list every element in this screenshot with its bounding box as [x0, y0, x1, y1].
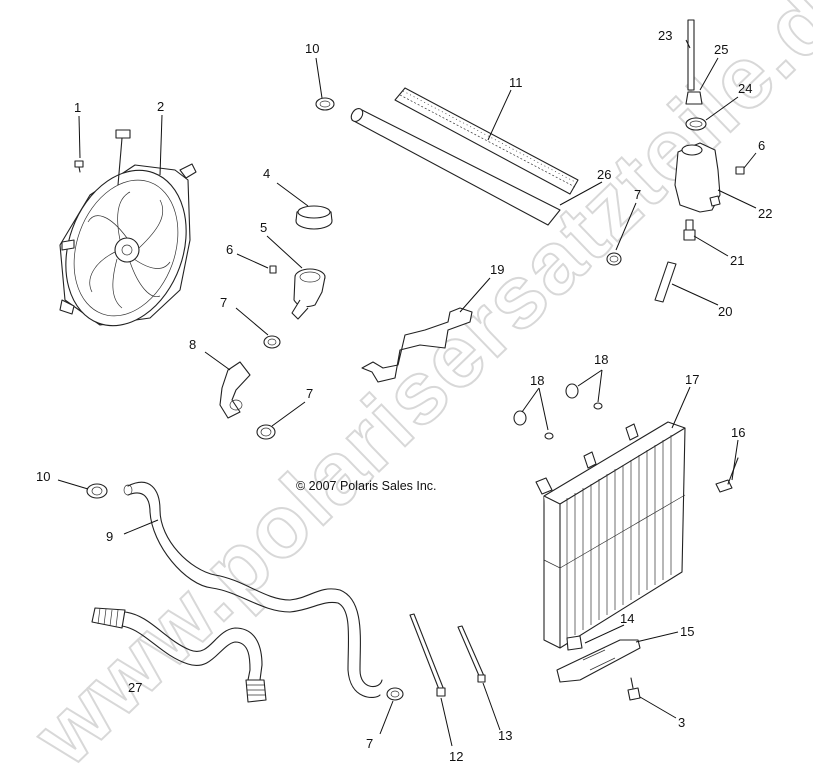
cable-tie-13	[457, 625, 486, 683]
clamp-7-d	[386, 687, 404, 701]
radiator-17	[535, 421, 686, 649]
callout-8: 8	[189, 337, 196, 352]
callouts: 1 2 10 11 4 5 6 7 8 7 10 9 26 7 23 25 24…	[36, 28, 772, 764]
callout-23: 23	[658, 28, 672, 43]
copyright-text: © 2007 Polaris Sales Inc.	[296, 479, 437, 493]
callout-25: 25	[714, 42, 728, 57]
callout-9: 9	[106, 529, 113, 544]
callout-21: 21	[730, 253, 744, 268]
watermark: www.polarisersatzteile.de	[13, 0, 813, 778]
callout-7-b: 7	[306, 386, 313, 401]
grommets-18	[513, 383, 603, 440]
callout-19: 19	[490, 262, 504, 277]
hose-8	[219, 361, 251, 419]
callout-7-d: 7	[366, 736, 373, 751]
grommet-14	[566, 635, 583, 651]
callout-1: 1	[74, 100, 81, 115]
callout-7-a: 7	[220, 295, 227, 310]
clamp-7-b	[256, 424, 276, 440]
callout-22: 22	[758, 206, 772, 221]
callout-15: 15	[680, 624, 694, 639]
hose-11	[394, 87, 579, 195]
callout-26: 26	[597, 167, 611, 182]
callout-20: 20	[718, 304, 732, 319]
callout-4: 4	[263, 166, 270, 181]
screw-6-right	[735, 166, 745, 175]
callout-10-top: 10	[305, 41, 319, 56]
fitting-21	[683, 219, 696, 241]
callout-13: 13	[498, 728, 512, 743]
vent-tube-23	[687, 19, 695, 91]
tube-20	[654, 261, 677, 303]
callout-24: 24	[738, 81, 752, 96]
callout-27: 27	[128, 680, 142, 695]
hose-27	[91, 607, 267, 703]
leader-lines	[57, 39, 757, 747]
filler-neck-5	[291, 268, 326, 320]
callout-14: 14	[620, 611, 634, 626]
cap-25	[685, 91, 703, 105]
gasket-24	[685, 117, 707, 131]
callout-6-right: 6	[758, 138, 765, 153]
radiator-cap-4	[295, 205, 333, 230]
screw-1	[74, 160, 84, 173]
callout-12: 12	[449, 749, 463, 764]
callout-18-left: 18	[530, 373, 544, 388]
callout-18-right: 18	[594, 352, 608, 367]
reservoir-22	[674, 142, 721, 213]
bracket-19	[361, 307, 473, 383]
screw-6-left	[269, 265, 277, 274]
clamp-10-top	[315, 97, 335, 111]
clamp-7-c	[606, 252, 622, 266]
callout-17: 17	[685, 372, 699, 387]
bracket-15	[556, 639, 641, 683]
callout-6-left: 6	[226, 242, 233, 257]
callout-11: 11	[509, 75, 523, 90]
watermark-text: www.polarisersatzteile.de	[14, 0, 813, 778]
clamp-7-a	[263, 335, 281, 349]
cable-tie-12	[409, 613, 446, 697]
fan-assembly	[59, 129, 197, 327]
clamp-10-left	[86, 483, 108, 499]
callout-3: 3	[678, 715, 685, 730]
callout-10-left: 10	[36, 469, 50, 484]
screw-3	[627, 677, 641, 701]
callout-7-c: 7	[634, 187, 641, 202]
callout-16: 16	[731, 425, 745, 440]
callout-2: 2	[157, 99, 164, 114]
callout-5: 5	[260, 220, 267, 235]
tube-26	[350, 108, 561, 226]
hose-9	[123, 481, 383, 698]
